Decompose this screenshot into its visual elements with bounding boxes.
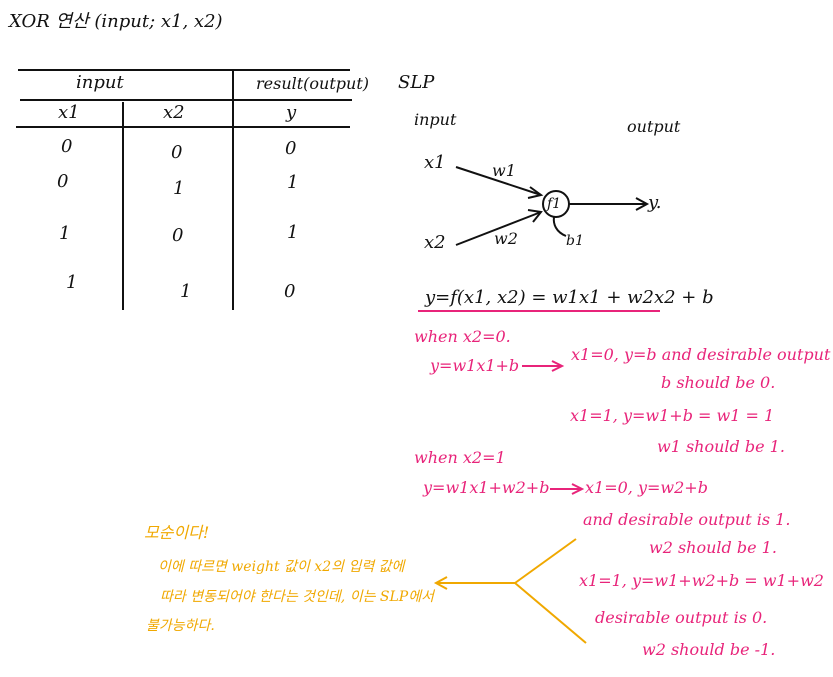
- cell-r2-x1: 0: [57, 171, 69, 192]
- case2-result-6: w2 should be -1.: [642, 640, 776, 659]
- cell-r3-y: 1: [287, 222, 299, 243]
- case2-when: when x2=1: [414, 448, 506, 467]
- case2-result-1: x1=0, y=w2+b: [585, 478, 708, 497]
- x2-arrowhead: [527, 209, 543, 223]
- case2-result-4: x1=1, y=w1+w2+b = w1+w2: [579, 571, 824, 590]
- case1-result-2: b should be 0.: [661, 373, 776, 392]
- x1-arrow-line: [455, 166, 542, 196]
- col-header-x2: x2: [163, 102, 185, 123]
- group-input-header: input: [76, 72, 124, 93]
- fork-upper-line: [514, 538, 577, 584]
- cell-r4-x1: 1: [66, 272, 78, 293]
- slp-label: SLP: [398, 72, 435, 93]
- cell-r3-x1: 1: [59, 223, 71, 244]
- slp-formula: y=f(x1, x2) = w1x1 + w2x2 + b: [425, 287, 714, 308]
- bias-connector: [552, 216, 567, 237]
- cell-r3-x2: 0: [172, 225, 184, 246]
- cell-r4-y: 0: [284, 281, 296, 302]
- fork-lower-line: [514, 582, 587, 644]
- cell-r2-y: 1: [287, 172, 299, 193]
- col-header-y: y: [286, 102, 297, 123]
- cell-r1-y: 0: [285, 138, 297, 159]
- case2-equation: y=w1x1+w2+b: [423, 478, 550, 497]
- cell-r1-x2: 0: [171, 142, 183, 163]
- w1-label: w1: [492, 161, 516, 180]
- case1-when: when x2=0.: [414, 327, 511, 346]
- case1-result-3: x1=1, y=w1+b = w1 = 1: [570, 406, 775, 425]
- conclusion-line-4: 불가능하다.: [146, 618, 215, 634]
- conclusion-line-2: 이에 따르면 weight 값이 x2의 입력 값에: [158, 559, 405, 575]
- conclusion-line-3: 따라 변동되어야 한다는 것인데, 이는 SLP에서: [160, 589, 434, 605]
- col-header-x1: x1: [58, 102, 80, 123]
- group-result-header: result(output): [256, 74, 370, 93]
- case2-result-5: desirable output is 0.: [595, 608, 768, 627]
- case2-arrowhead: [571, 483, 585, 495]
- x1-arrowhead: [527, 186, 544, 199]
- output-y-label: y.: [648, 192, 662, 213]
- case1-result-1: x1=0, y=b and desirable output 0.: [571, 345, 833, 364]
- case1-arrowhead: [551, 360, 565, 372]
- w2-label: w2: [494, 229, 518, 248]
- fork-arrowhead: [433, 576, 448, 590]
- x2-label: x2: [424, 232, 446, 253]
- output-arrowhead: [635, 197, 650, 211]
- node-label: f1: [547, 196, 562, 212]
- case1-result-4: w1 should be 1.: [657, 437, 785, 456]
- case2-result-2: and desirable output is 1.: [583, 510, 791, 529]
- cell-r1-x1: 0: [61, 136, 73, 157]
- bias-label: b1: [566, 233, 584, 249]
- output-label: output: [627, 117, 681, 136]
- x2-arrow-line: [455, 211, 542, 246]
- page-title: XOR 연산 (input; x1, x2): [9, 11, 223, 32]
- case2-result-3: w2 should be 1.: [649, 538, 777, 557]
- cell-r2-x2: 1: [173, 178, 185, 199]
- conclusion-line-1: 모순이다!: [144, 523, 210, 542]
- cell-r4-x2: 1: [180, 281, 192, 302]
- x1-label: x1: [424, 152, 446, 173]
- input-label: input: [414, 110, 457, 129]
- case1-equation: y=w1x1+b: [430, 356, 520, 375]
